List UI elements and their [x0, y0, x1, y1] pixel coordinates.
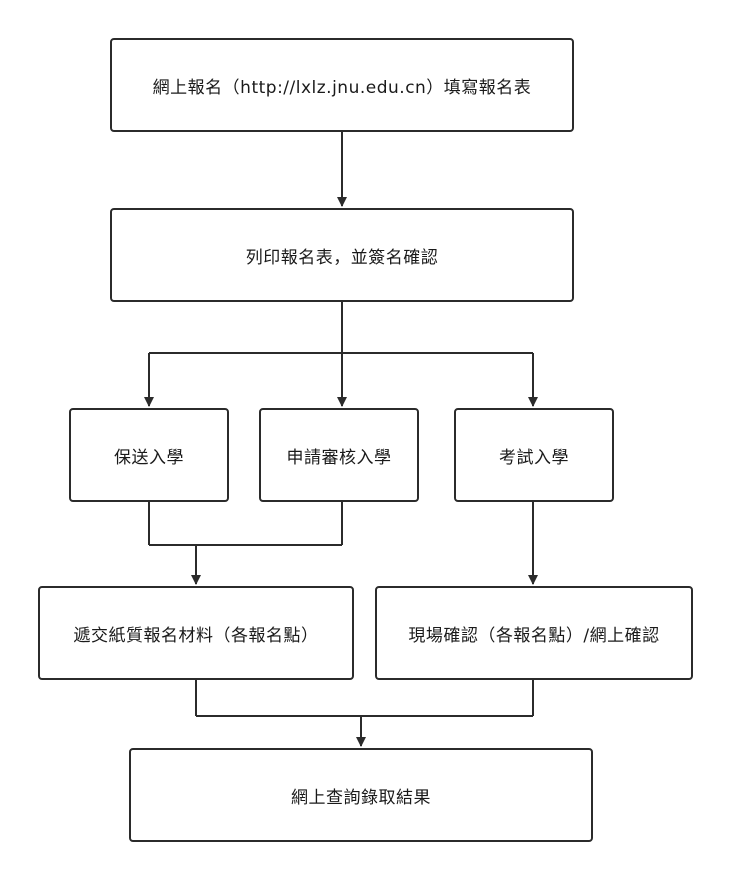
register-step-label: 網上報名（http://lxlz.jnu.edu.cn）填寫報名表: [152, 77, 532, 98]
confirm-step-label: 現場確認（各報名點）/網上確認: [408, 625, 660, 646]
exam-admission-box: 考試入學: [454, 408, 614, 502]
confirm-step-box: 現場確認（各報名點）/網上確認: [375, 586, 693, 680]
submit-materials-box: 遞交紙質報名材料（各報名點）: [38, 586, 354, 680]
print-step-box: 列印報名表，並簽名確認: [110, 208, 574, 302]
result-step-box: 網上查詢錄取結果: [129, 748, 593, 842]
result-step-label: 網上查詢錄取結果: [291, 787, 431, 808]
review-admission-label: 申請審核入學: [286, 447, 392, 468]
print-step-label: 列印報名表，並簽名確認: [245, 247, 439, 268]
recommend-admission-label: 保送入學: [114, 447, 184, 468]
review-admission-box: 申請審核入學: [259, 408, 419, 502]
register-step-box: 網上報名（http://lxlz.jnu.edu.cn）填寫報名表: [110, 38, 574, 132]
exam-admission-label: 考試入學: [499, 447, 569, 468]
submit-materials-label: 遞交紙質報名材料（各報名點）: [73, 625, 319, 646]
recommend-admission-box: 保送入學: [69, 408, 229, 502]
